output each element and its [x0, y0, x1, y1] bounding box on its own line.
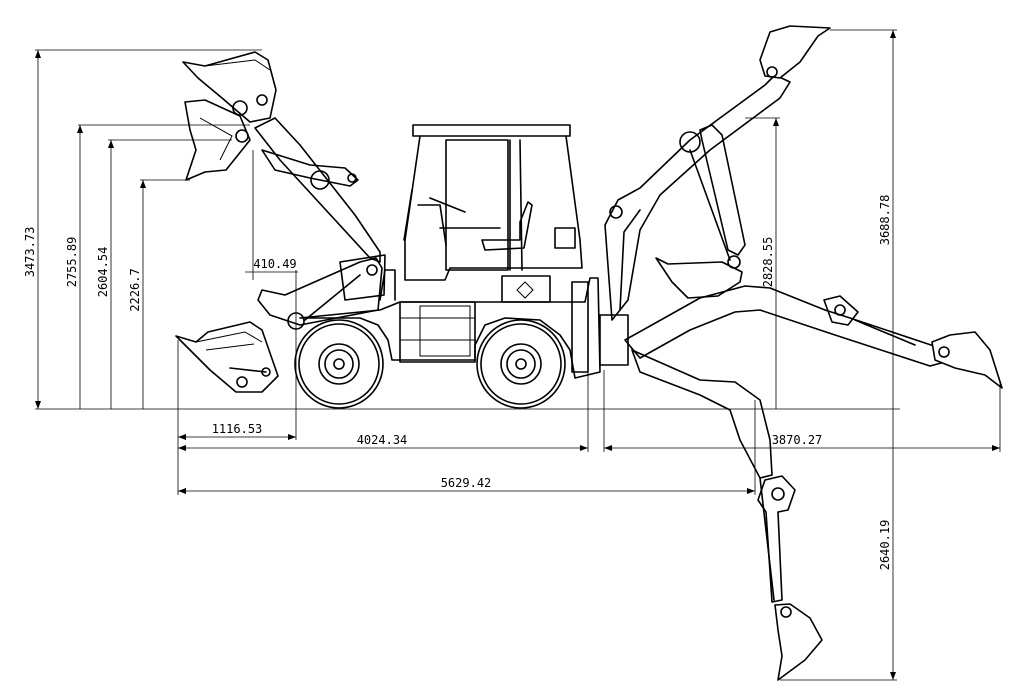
dim-height-3688: 3688.78	[878, 195, 892, 246]
rear-wheel	[476, 319, 566, 409]
backhoe-horizontal	[624, 285, 1003, 389]
dim-reach-3870: 3870.27	[772, 433, 823, 447]
dim-reach-410: 410.49	[253, 257, 296, 271]
dim-height-2226: 2226.7	[128, 268, 142, 311]
backhoe-raised	[604, 25, 831, 321]
dim-height-2755: 2755.89	[65, 237, 79, 288]
dim-reach-1116: 1116.53	[212, 422, 263, 436]
dimension-lines	[35, 29, 1001, 681]
operator-cab	[403, 124, 583, 281]
dim-depth-2640: 2640.19	[878, 520, 892, 571]
loader-arm-raised	[254, 117, 381, 263]
dim-total-height: 3473.73	[23, 227, 37, 278]
dim-length-5629: 5629.42	[441, 476, 492, 490]
loader-bucket-raised-top	[182, 51, 277, 123]
backhoe-dig	[631, 349, 823, 681]
backhoe-tucked-bucket	[655, 255, 743, 299]
front-wheel	[294, 319, 384, 409]
dim-height-2604: 2604.54	[96, 247, 110, 298]
dim-height-2828: 2828.55	[761, 237, 775, 288]
loader-bucket-lower	[175, 321, 279, 393]
dim-length-4024: 4024.34	[357, 433, 408, 447]
chassis	[299, 269, 629, 379]
